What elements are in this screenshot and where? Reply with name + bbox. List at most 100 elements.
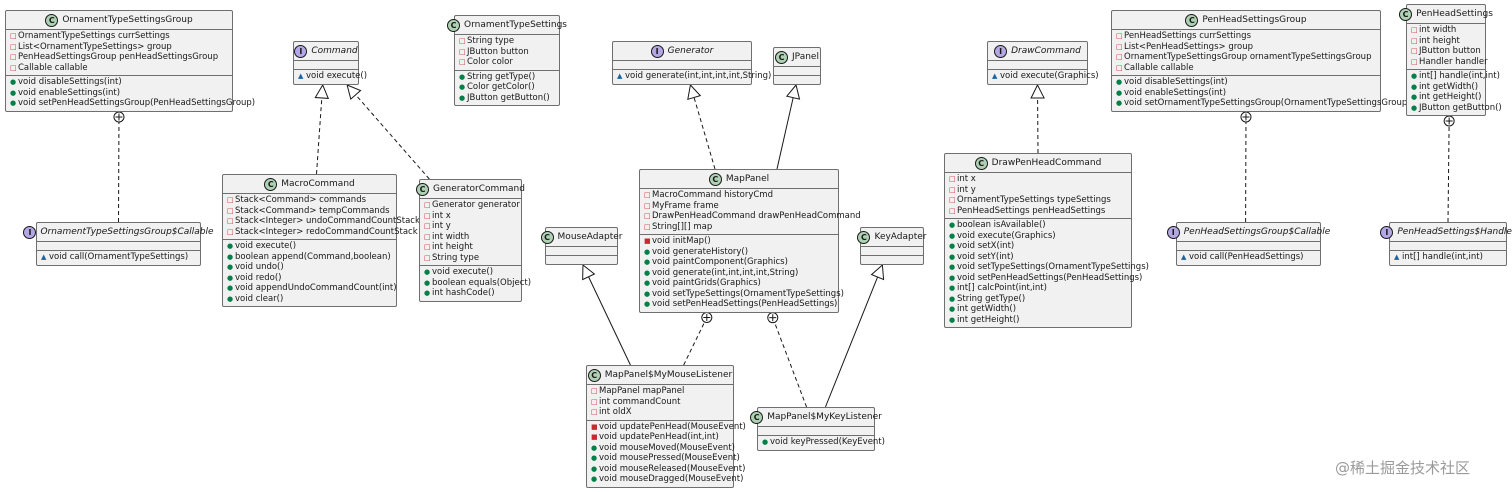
field-row: □List<OrnamentTypeSettings> group [10, 42, 228, 53]
public-visibility-icon: ● [644, 279, 651, 288]
public-visibility-icon: ● [644, 300, 651, 309]
field-text: Callable callable [1124, 62, 1194, 73]
package-visibility-icon: ▲ [617, 72, 623, 81]
method-row: ●int hashCode() [424, 288, 517, 299]
field-text: Stack<Integer> redoCommandCountStack [235, 226, 418, 237]
method-text: void appendUndoCommandCount(int) [235, 283, 397, 293]
private-visibility-icon: □ [10, 53, 17, 62]
entity-name: OrnamentTypeSettingsGroup$Callable [40, 227, 214, 237]
method-row: ●void undo() [227, 262, 392, 273]
method-text: void setTypeSettings(OrnamentTypeSetting… [652, 288, 844, 299]
fields-section [37, 242, 200, 251]
private-visibility-icon: □ [591, 397, 598, 406]
field-row: □Stack<Integer> undoCommandCountStack [227, 216, 420, 227]
entity-name: DrawPenHeadCommand [991, 158, 1102, 168]
method-row: ●void enableSettings(int) [10, 88, 228, 99]
class-icon: C [587, 368, 601, 382]
relation-extends-map-panel-to-jpanel [776, 97, 794, 170]
method-row: ●void generateHistory() [644, 247, 834, 258]
entity-name: MapPanel$MyMouseListener [604, 370, 733, 380]
field-row: □OrnamentTypeSettings currSettings [10, 31, 228, 42]
method-row: ■void updatePenHead(int,int) [591, 432, 729, 443]
public-visibility-icon: ● [1411, 82, 1418, 91]
method-row: ●String getType() [459, 72, 555, 83]
public-visibility-icon: ● [591, 464, 598, 473]
field-row: □PenHeadSettingsGroup penHeadSettingsGro… [10, 52, 228, 63]
method-text: void generate(int,int,int,int,String) [652, 267, 799, 278]
class-icon: C [45, 13, 59, 27]
methods-section: ▲void generate(int,int,int,int,String) [613, 70, 771, 84]
public-visibility-icon: ● [644, 258, 651, 267]
public-visibility-icon: ● [644, 289, 651, 298]
field-text: JButton button [1419, 46, 1481, 56]
methods-section: ●int[] handle(int,int)●int getWidth()●in… [1407, 70, 1502, 115]
method-text: void execute() [432, 267, 494, 277]
public-visibility-icon: ● [591, 443, 598, 452]
inheritance-arrowhead-icon [785, 83, 801, 100]
methods-section: ●void execute()●boolean equals(Object)●i… [420, 266, 531, 301]
private-visibility-icon: □ [10, 32, 17, 41]
field-text: int y [432, 221, 451, 231]
class-icon: C [1399, 7, 1413, 21]
method-text: Color getColor() [467, 82, 535, 92]
field-text: int width [1419, 25, 1457, 35]
private-visibility-icon: □ [424, 243, 431, 252]
public-visibility-icon: ● [1116, 99, 1123, 108]
public-visibility-icon: ● [227, 284, 234, 293]
field-row: □int height [1411, 36, 1481, 47]
fields-section [1390, 242, 1506, 251]
field-text: JButton button [467, 46, 529, 57]
method-row: ●void setX(int) [949, 241, 1127, 252]
private-visibility-icon: □ [227, 206, 234, 215]
public-visibility-icon: ● [949, 263, 956, 272]
field-text: PenHeadSettings currSettings [1124, 31, 1251, 41]
field-row: □OrnamentTypeSettings typeSettings [949, 195, 1127, 206]
method-text: int getHeight() [1419, 92, 1482, 102]
entity-name: JPanel [792, 52, 819, 62]
entity-name: PenHeadSettingsGroup$Callable [1183, 227, 1331, 237]
fields-section [546, 247, 617, 256]
private-visibility-icon: □ [424, 211, 431, 220]
method-row: ▲void execute() [298, 71, 367, 82]
field-row: □String type [424, 253, 517, 264]
methods-section: ▲int[] handle(int,int) [1390, 251, 1506, 265]
private-visibility-icon: □ [459, 58, 466, 67]
public-visibility-icon: ● [1411, 72, 1418, 81]
method-row: ●void redo() [227, 273, 392, 284]
method-row: ▲int[] handle(int,int) [1394, 252, 1502, 263]
private-visibility-icon: □ [424, 253, 431, 262]
public-visibility-icon: ● [1411, 93, 1418, 102]
fields-section: □MapPanel mapPanel□int commandCount□int … [587, 385, 733, 421]
relation-nested-my-key-listener-to-map-panel [774, 322, 808, 408]
field-text: int width [432, 231, 470, 242]
fields-section [613, 61, 751, 70]
method-text: void setOrnamentTypeSettingsGroup(Orname… [1124, 98, 1411, 108]
relation-implements-macro-command-to-command [316, 97, 323, 175]
private-visibility-icon: ■ [591, 422, 598, 431]
method-row: ●void mousePressed(MouseEvent) [591, 453, 740, 464]
method-text: void paintGrids(Graphics) [652, 278, 761, 288]
method-row: ●int[] calcPoint(int,int) [949, 283, 1127, 294]
method-row: ●void setOrnamentTypeSettingsGroup(Ornam… [1116, 98, 1411, 109]
methods-section: ▲void execute(Graphics) [988, 70, 1099, 84]
field-row: □Callable callable [1116, 63, 1376, 74]
public-visibility-icon: ● [10, 78, 17, 87]
methods-section: ●void keyPressed(KeyEvent) [758, 436, 885, 450]
public-visibility-icon: ● [459, 83, 466, 92]
public-visibility-icon: ● [424, 289, 431, 298]
methods-section: ■void initMap()●void generateHistory()●v… [640, 235, 844, 312]
field-text: int height [1419, 35, 1460, 46]
private-visibility-icon: □ [644, 222, 651, 231]
methods-section: ●boolean isAvailable()●void execute(Grap… [945, 219, 1149, 327]
field-row: □Color color [459, 57, 555, 68]
method-text: JButton getButton() [467, 92, 550, 103]
field-row: □int oldX [591, 407, 729, 418]
methods-section [861, 256, 923, 264]
field-text: PenHeadSettings penHeadSettings [957, 205, 1106, 216]
private-visibility-icon: □ [1116, 53, 1123, 62]
entity-name: DrawCommand [1011, 46, 1081, 56]
